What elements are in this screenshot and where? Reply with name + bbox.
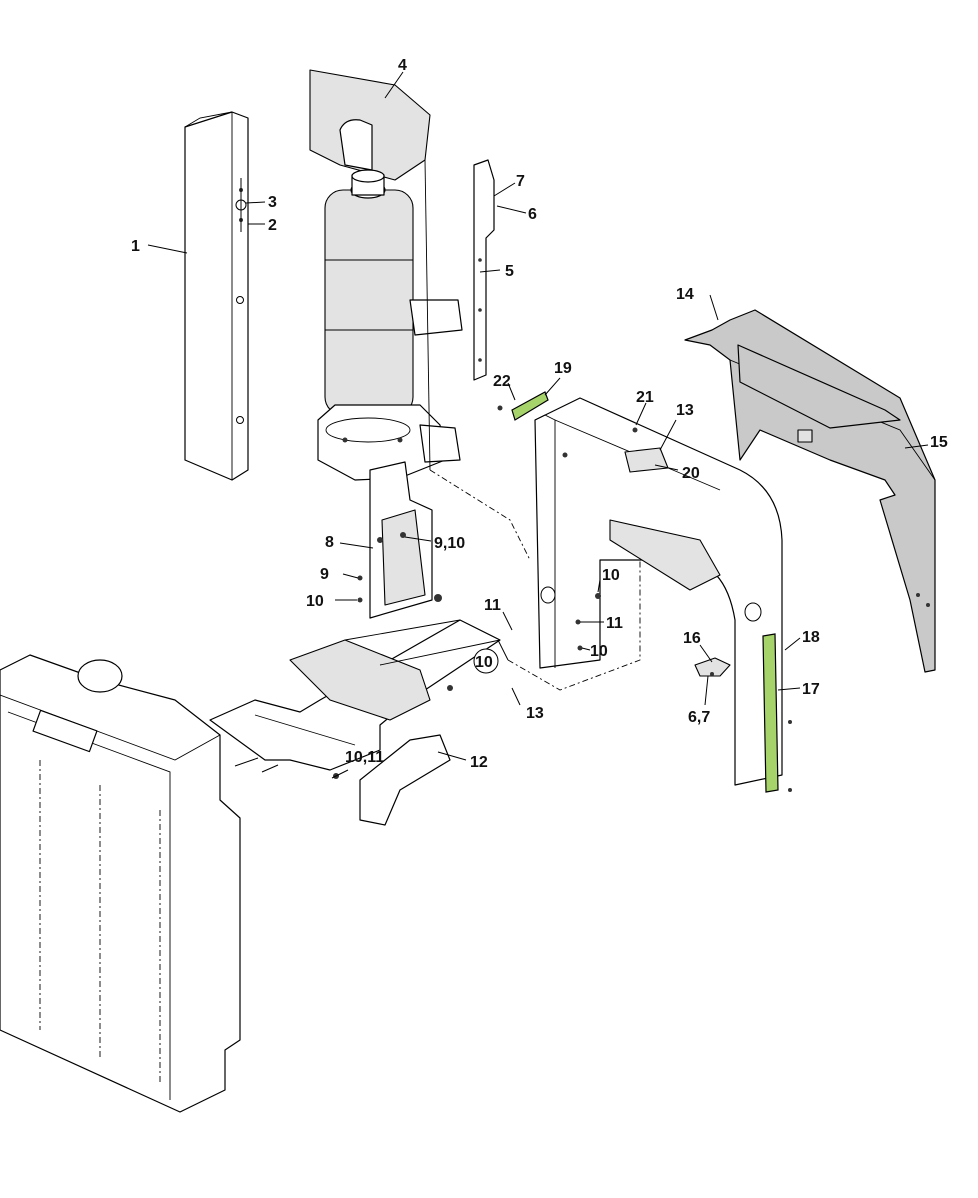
- callout-13-top: 13: [676, 402, 694, 419]
- part-12-frame-assembly: [209, 594, 501, 826]
- callout-11-frame: 11: [606, 615, 623, 632]
- callout-10-lower: 10: [590, 643, 608, 660]
- callout-9: 9: [320, 566, 329, 583]
- part-16-clip: [694, 657, 731, 677]
- part-15-side-shield: [684, 309, 936, 673]
- callout-14: 14: [676, 286, 694, 303]
- callout-19: 19: [554, 360, 572, 377]
- callout-2: 2: [268, 217, 277, 234]
- part-1-side-panel: [184, 111, 249, 481]
- callout-6: 6: [528, 206, 537, 223]
- callout-10-11: 10,11: [345, 749, 384, 766]
- callout-18: 18: [802, 629, 820, 646]
- callout-17: 17: [802, 681, 820, 698]
- callout-20: 20: [682, 465, 700, 482]
- leader-lines: [147, 71, 929, 779]
- callout-21: 21: [636, 389, 654, 406]
- callout-1: 1: [131, 238, 140, 255]
- part-8-lower-bracket: [357, 461, 433, 619]
- part-13-shroud-frame: [534, 397, 783, 786]
- callout-22: 22: [493, 373, 511, 390]
- callout-10-left: 10: [306, 593, 324, 610]
- callout-13-bottom: 13: [526, 705, 544, 722]
- part-17-fill: [762, 633, 779, 793]
- radiator-part: [0, 654, 241, 1113]
- part-5-bracket: [473, 159, 495, 381]
- part-19-highlighted-strip: [497, 391, 549, 421]
- callout-10-frame: 10: [602, 567, 620, 584]
- callout-11-mid: 11: [484, 597, 501, 614]
- part-19-fill: [511, 391, 549, 421]
- callout-labels: 1 2 3 4 7 6 5 22 19 21 13 20 14 15 8 9,1…: [131, 57, 948, 771]
- callout-6-7: 6,7: [688, 709, 710, 726]
- part-17-highlighted-strip: [762, 633, 792, 793]
- circled-callout-ring: [473, 648, 499, 674]
- callout-4: 4: [398, 57, 407, 74]
- callout-5: 5: [505, 263, 514, 280]
- callout-12: 12: [470, 754, 488, 771]
- callout-16: 16: [683, 630, 701, 647]
- callout-15: 15: [930, 434, 948, 451]
- callout-10-circled: 10: [475, 654, 493, 671]
- callout-7: 7: [516, 173, 525, 190]
- callout-8: 8: [325, 534, 334, 551]
- part-4-muffler-assembly: [309, 69, 463, 481]
- callout-3: 3: [268, 194, 277, 211]
- callout-9-10: 9,10: [434, 535, 465, 552]
